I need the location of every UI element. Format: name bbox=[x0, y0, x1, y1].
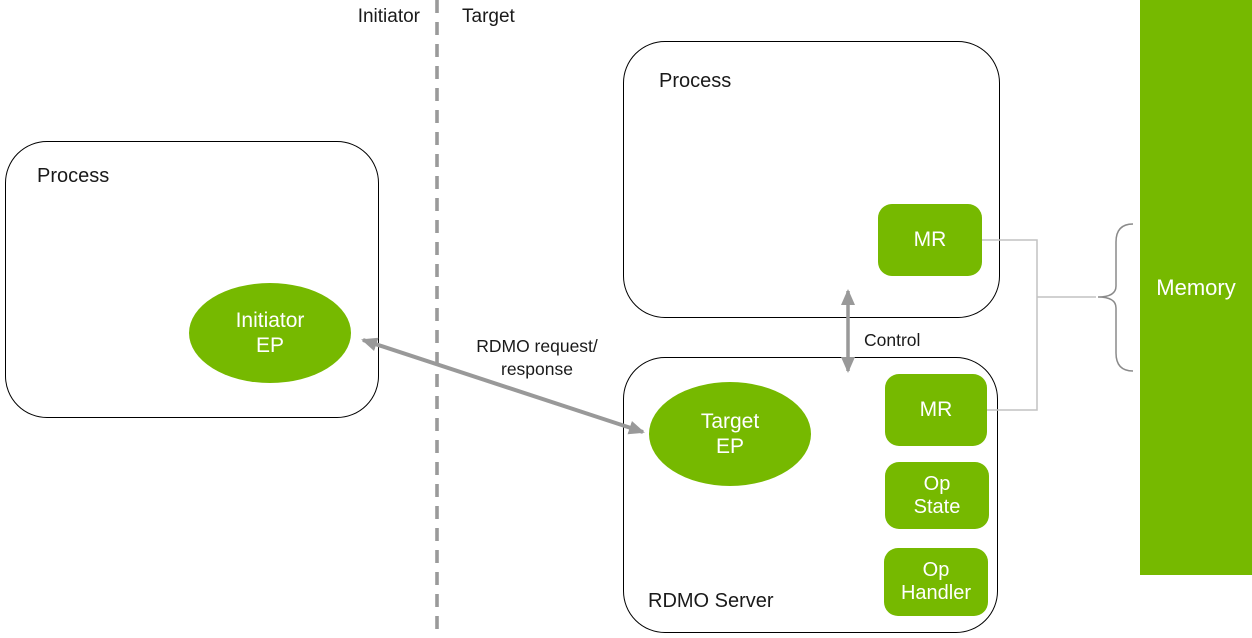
initiator-ep-ellipse: Initiator EP bbox=[189, 283, 351, 383]
target-process-title: Process bbox=[659, 70, 732, 92]
target-lane-label: Target bbox=[462, 6, 515, 27]
process-mr-box: MR bbox=[878, 204, 982, 276]
server-mr-box: MR bbox=[885, 374, 987, 446]
initiator-lane-label: Initiator bbox=[357, 6, 420, 27]
memory-brace bbox=[1097, 223, 1134, 372]
rdmo-request-label: RDMO request/ response bbox=[476, 336, 598, 379]
target-ep-ellipse: Target EP bbox=[649, 382, 811, 486]
memory-block: Memory bbox=[1140, 0, 1252, 575]
control-label: Control bbox=[864, 330, 921, 350]
rdmo-server-title: RDMO Server bbox=[648, 590, 774, 612]
op-state-box: Op State bbox=[885, 462, 989, 529]
initiator-process-title: Process bbox=[37, 165, 110, 187]
op-handler-box: Op Handler bbox=[884, 548, 988, 616]
